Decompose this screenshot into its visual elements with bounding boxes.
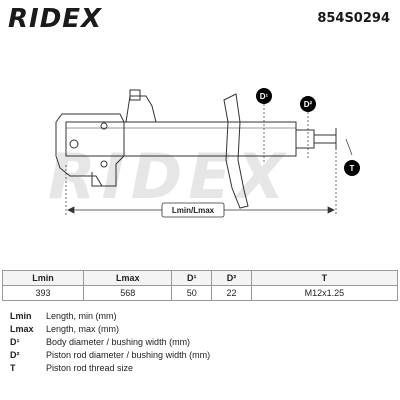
header: RIDEX 854S0294 xyxy=(0,0,400,40)
svg-text:Lmin/Lmax: Lmin/Lmax xyxy=(172,206,215,215)
legend-key: Lmax xyxy=(10,324,34,334)
legend-desc: Piston rod thread size xyxy=(46,363,134,373)
header-cell-lmax: Lmax xyxy=(83,270,173,286)
table-header-row: Lmin Lmax D¹ D² T xyxy=(1,270,399,286)
callout-length: Lmin/Lmax xyxy=(161,202,225,218)
legend-key: Lmin xyxy=(10,311,32,321)
callout-t: T xyxy=(344,160,360,176)
brand-logo: RIDEX xyxy=(8,4,103,34)
piston-rod xyxy=(295,129,315,149)
header-cell-lmin: Lmin xyxy=(1,270,85,286)
table-row: 393 568 50 22 M12x1.25 xyxy=(1,285,399,301)
legend-item: Lmin Length, min (mm) xyxy=(10,310,210,323)
value-cell-lmin: 393 xyxy=(1,285,85,301)
value-cell-lmax: 568 xyxy=(83,285,173,301)
header-cell-t: T xyxy=(250,270,399,286)
sensor-bracket xyxy=(125,95,157,123)
value-cell-d1: 50 xyxy=(171,285,213,301)
header-cell-d1: D¹ xyxy=(171,270,213,286)
legend-key: D² xyxy=(10,350,20,360)
callout-d1: D¹ xyxy=(256,88,272,104)
legend-key: D¹ xyxy=(10,337,20,347)
shock-absorber-drawing: D¹ D² T Lmin/Lmax xyxy=(55,88,360,218)
specs-table: Lmin Lmax D¹ D² T 393 568 50 22 M12x1.25 xyxy=(1,270,399,301)
legend-item: D² Piston rod diameter / bushing width (… xyxy=(10,349,210,362)
legend-key: T xyxy=(10,363,16,373)
part-number: 854S0294 xyxy=(317,11,390,26)
legend: Lmin Length, min (mm) Lmax Length, max (… xyxy=(10,310,210,375)
legend-item: Lmax Length, max (mm) xyxy=(10,323,210,336)
body-cylinder xyxy=(65,121,297,157)
legend-item: D¹ Body diameter / bushing width (mm) xyxy=(10,336,210,349)
mounting-bracket xyxy=(55,113,125,187)
value-cell-t: M12x1.25 xyxy=(250,285,399,301)
legend-desc: Body diameter / bushing width (mm) xyxy=(46,337,191,347)
value-cell-d2: 22 xyxy=(211,285,252,301)
callout-d2: D² xyxy=(300,96,316,112)
legend-desc: Length, max (mm) xyxy=(46,324,120,334)
header-cell-d2: D² xyxy=(211,270,252,286)
legend-desc: Piston rod diameter / bushing width (mm) xyxy=(46,350,211,360)
legend-desc: Length, min (mm) xyxy=(46,311,117,321)
svg-text:T: T xyxy=(350,164,355,173)
legend-item: T Piston rod thread size xyxy=(10,362,210,375)
svg-text:D²: D² xyxy=(304,100,313,109)
svg-text:D¹: D¹ xyxy=(260,92,269,101)
spring-plate xyxy=(223,93,249,209)
